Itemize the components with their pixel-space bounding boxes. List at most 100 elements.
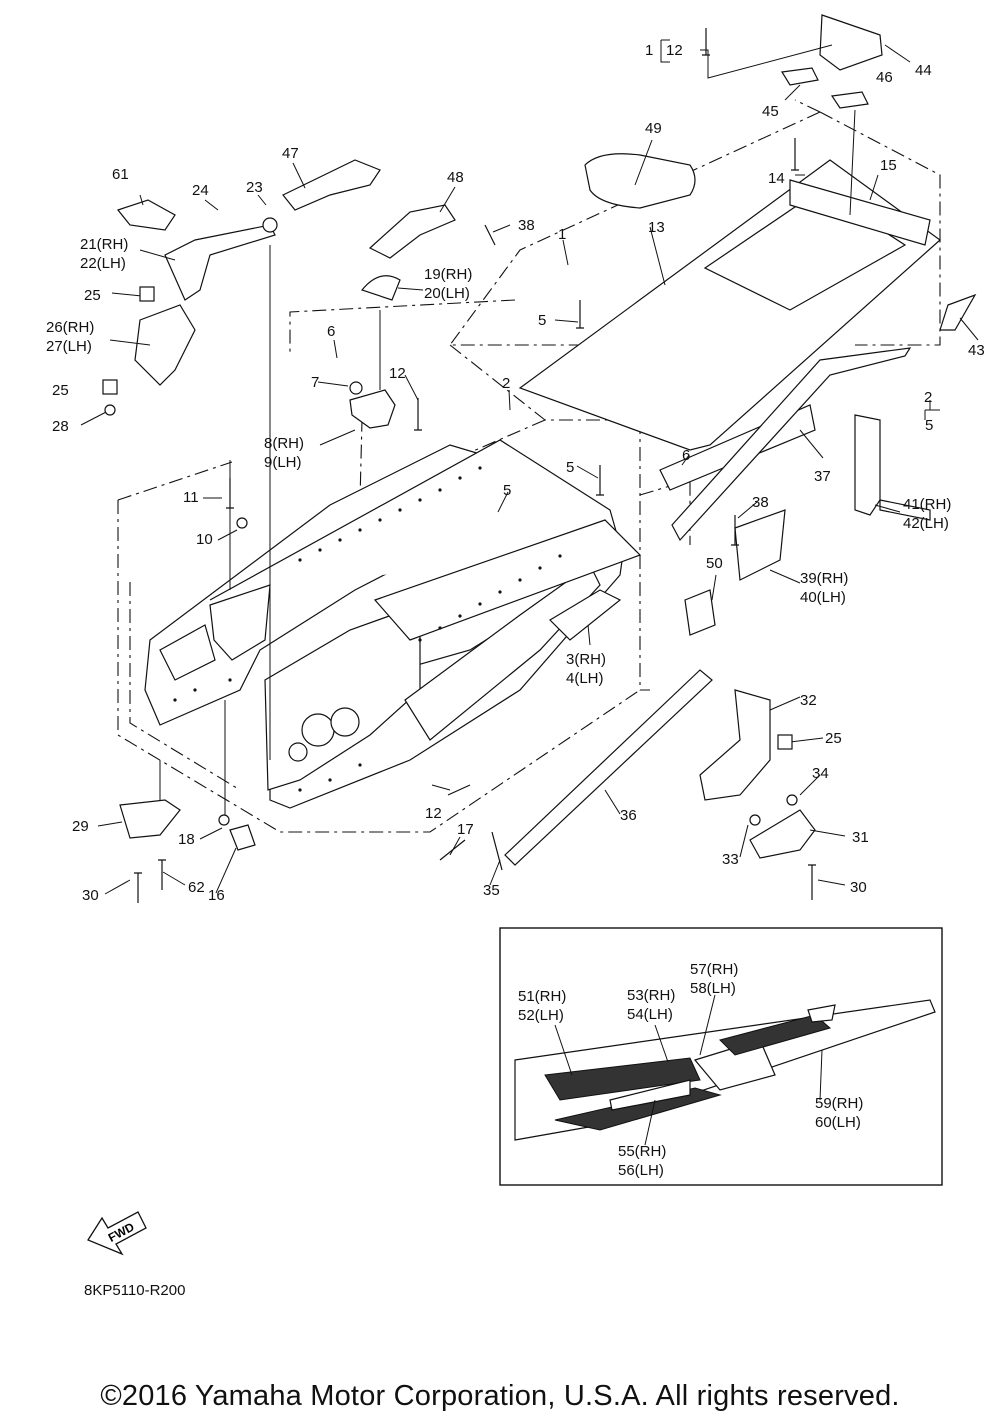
part-47-decal [282,159,381,211]
callout-c25c: 25 [825,730,842,747]
small-parts [116,14,883,866]
callout-c55-line-0: 55(RH) [618,1143,666,1160]
callout-c26-line-0: 26(RH) [46,319,94,336]
callout-c24: 24 [192,182,209,199]
callout-c55-line-1: 56(LH) [618,1162,664,1179]
callout-c34: 34 [812,765,829,782]
callout-c41-line-0: 41(RH) [903,496,951,513]
part-48-decal [368,204,456,259]
callout-c50: 50 [706,555,723,572]
callout-c2b: 2 [924,389,932,406]
callout-c19-line-0: 19(RH) [424,266,472,283]
callout-c6b: 6 [682,447,690,464]
part-8-bracket [349,389,396,429]
cover-panel [518,159,977,542]
part-32-bracket [699,689,771,801]
callout-c12b: 12 [389,365,406,382]
callout-c47: 47 [282,145,299,162]
part-44-plate [819,14,883,71]
callout-c21-line-1: 22(LH) [80,255,126,272]
callout-c8-line-0: 8(RH) [264,435,304,452]
callout-c12c: 12 [425,805,442,822]
callout-c51-line-0: 51(RH) [518,988,566,1005]
callout-c5a: 5 [538,312,546,329]
callout-c31: 31 [852,829,869,846]
callout-c37: 37 [814,468,831,485]
diagram-code: 8KP5110-R200 [84,1282,186,1299]
callout-c8-line-1: 9(LH) [264,454,302,471]
callout-c46: 46 [876,69,893,86]
part-31-hoop [749,809,816,859]
callout-c3-line-0: 3(RH) [566,651,606,668]
callout-c36: 36 [620,807,637,824]
part-49-pad [584,153,696,209]
callout-c3-line-1: 4(LH) [566,670,604,687]
callout-c43: 43 [968,342,985,359]
callout-c39-line-1: 40(LH) [800,589,846,606]
callout-c11: 11 [183,489,199,506]
tunnel-frame [144,439,642,809]
callout-c6a: 6 [327,323,335,340]
callout-c5c: 5 [566,459,574,476]
callout-c61: 61 [112,166,129,183]
callout-c39-line-0: 39(RH) [800,570,848,587]
callout-c32: 32 [800,692,817,709]
callout-c16: 16 [208,887,225,904]
callout-c57-line-1: 58(LH) [690,980,736,997]
parts-diagram: FWD 11244454649474861242314153811321(RH)… [46,14,985,1256]
callout-c38b: 38 [752,494,769,511]
callout-c30b: 30 [850,879,867,896]
part-46-label [830,91,869,109]
callout-c38a: 38 [518,217,535,234]
callout-c1b: 1 [558,226,566,243]
callout-c33: 33 [722,851,739,868]
callout-c7: 7 [311,374,319,391]
part-29-hoop [119,799,181,839]
part-45-label [781,67,819,86]
callout-c2a: 2 [502,375,510,392]
callout-c29: 29 [72,818,89,835]
graphics-inset [499,927,943,1186]
callout-c59-line-1: 60(LH) [815,1114,861,1131]
callout-c21-line-0: 21(RH) [80,236,128,253]
callout-c25a: 25 [84,287,101,304]
tunnel-holes [173,466,562,792]
callout-c25b: 25 [52,382,69,399]
callout-c35: 35 [483,882,500,899]
callout-c57-line-0: 57(RH) [690,961,738,978]
part-39-guard [734,509,786,581]
fasteners [102,28,816,903]
part-16-clip [229,824,256,851]
callout-c15: 15 [880,157,897,174]
callout-c62: 62 [188,879,205,896]
callout-c23: 23 [246,179,263,196]
callout-c44: 44 [915,62,932,79]
callout-c53-line-0: 53(RH) [627,987,675,1004]
callout-c51-line-1: 52(LH) [518,1007,564,1024]
part-26-bracket [134,304,196,386]
callout-c41-line-1: 42(LH) [903,515,949,532]
callout-c26-line-1: 27(LH) [46,338,92,355]
callout-c48: 48 [447,169,464,186]
callout-c10: 10 [196,531,213,548]
callout-c5b: 5 [925,417,933,434]
callout-c18: 18 [178,831,195,848]
part-21-strap [164,224,276,301]
callout-c5d: 5 [503,482,511,499]
part-50-block [684,589,716,636]
callout-c12a: 12 [666,42,683,59]
part-19-grommet [360,275,401,301]
callout-c53-line-1: 54(LH) [627,1006,673,1023]
callout-c59-line-0: 59(RH) [815,1095,863,1112]
callout-c28: 28 [52,418,69,435]
callout-c13: 13 [648,219,665,236]
callout-c49: 49 [645,120,662,137]
part-3-plate [549,589,622,641]
part-36-rod [504,669,713,866]
callout-c17: 17 [457,821,474,838]
copyright-notice: ©2016 Yamaha Motor Corporation, U.S.A. A… [100,1380,900,1412]
part-61-cap [116,199,176,231]
callout-c45: 45 [762,103,779,120]
callout-c19-line-1: 20(LH) [424,285,470,302]
